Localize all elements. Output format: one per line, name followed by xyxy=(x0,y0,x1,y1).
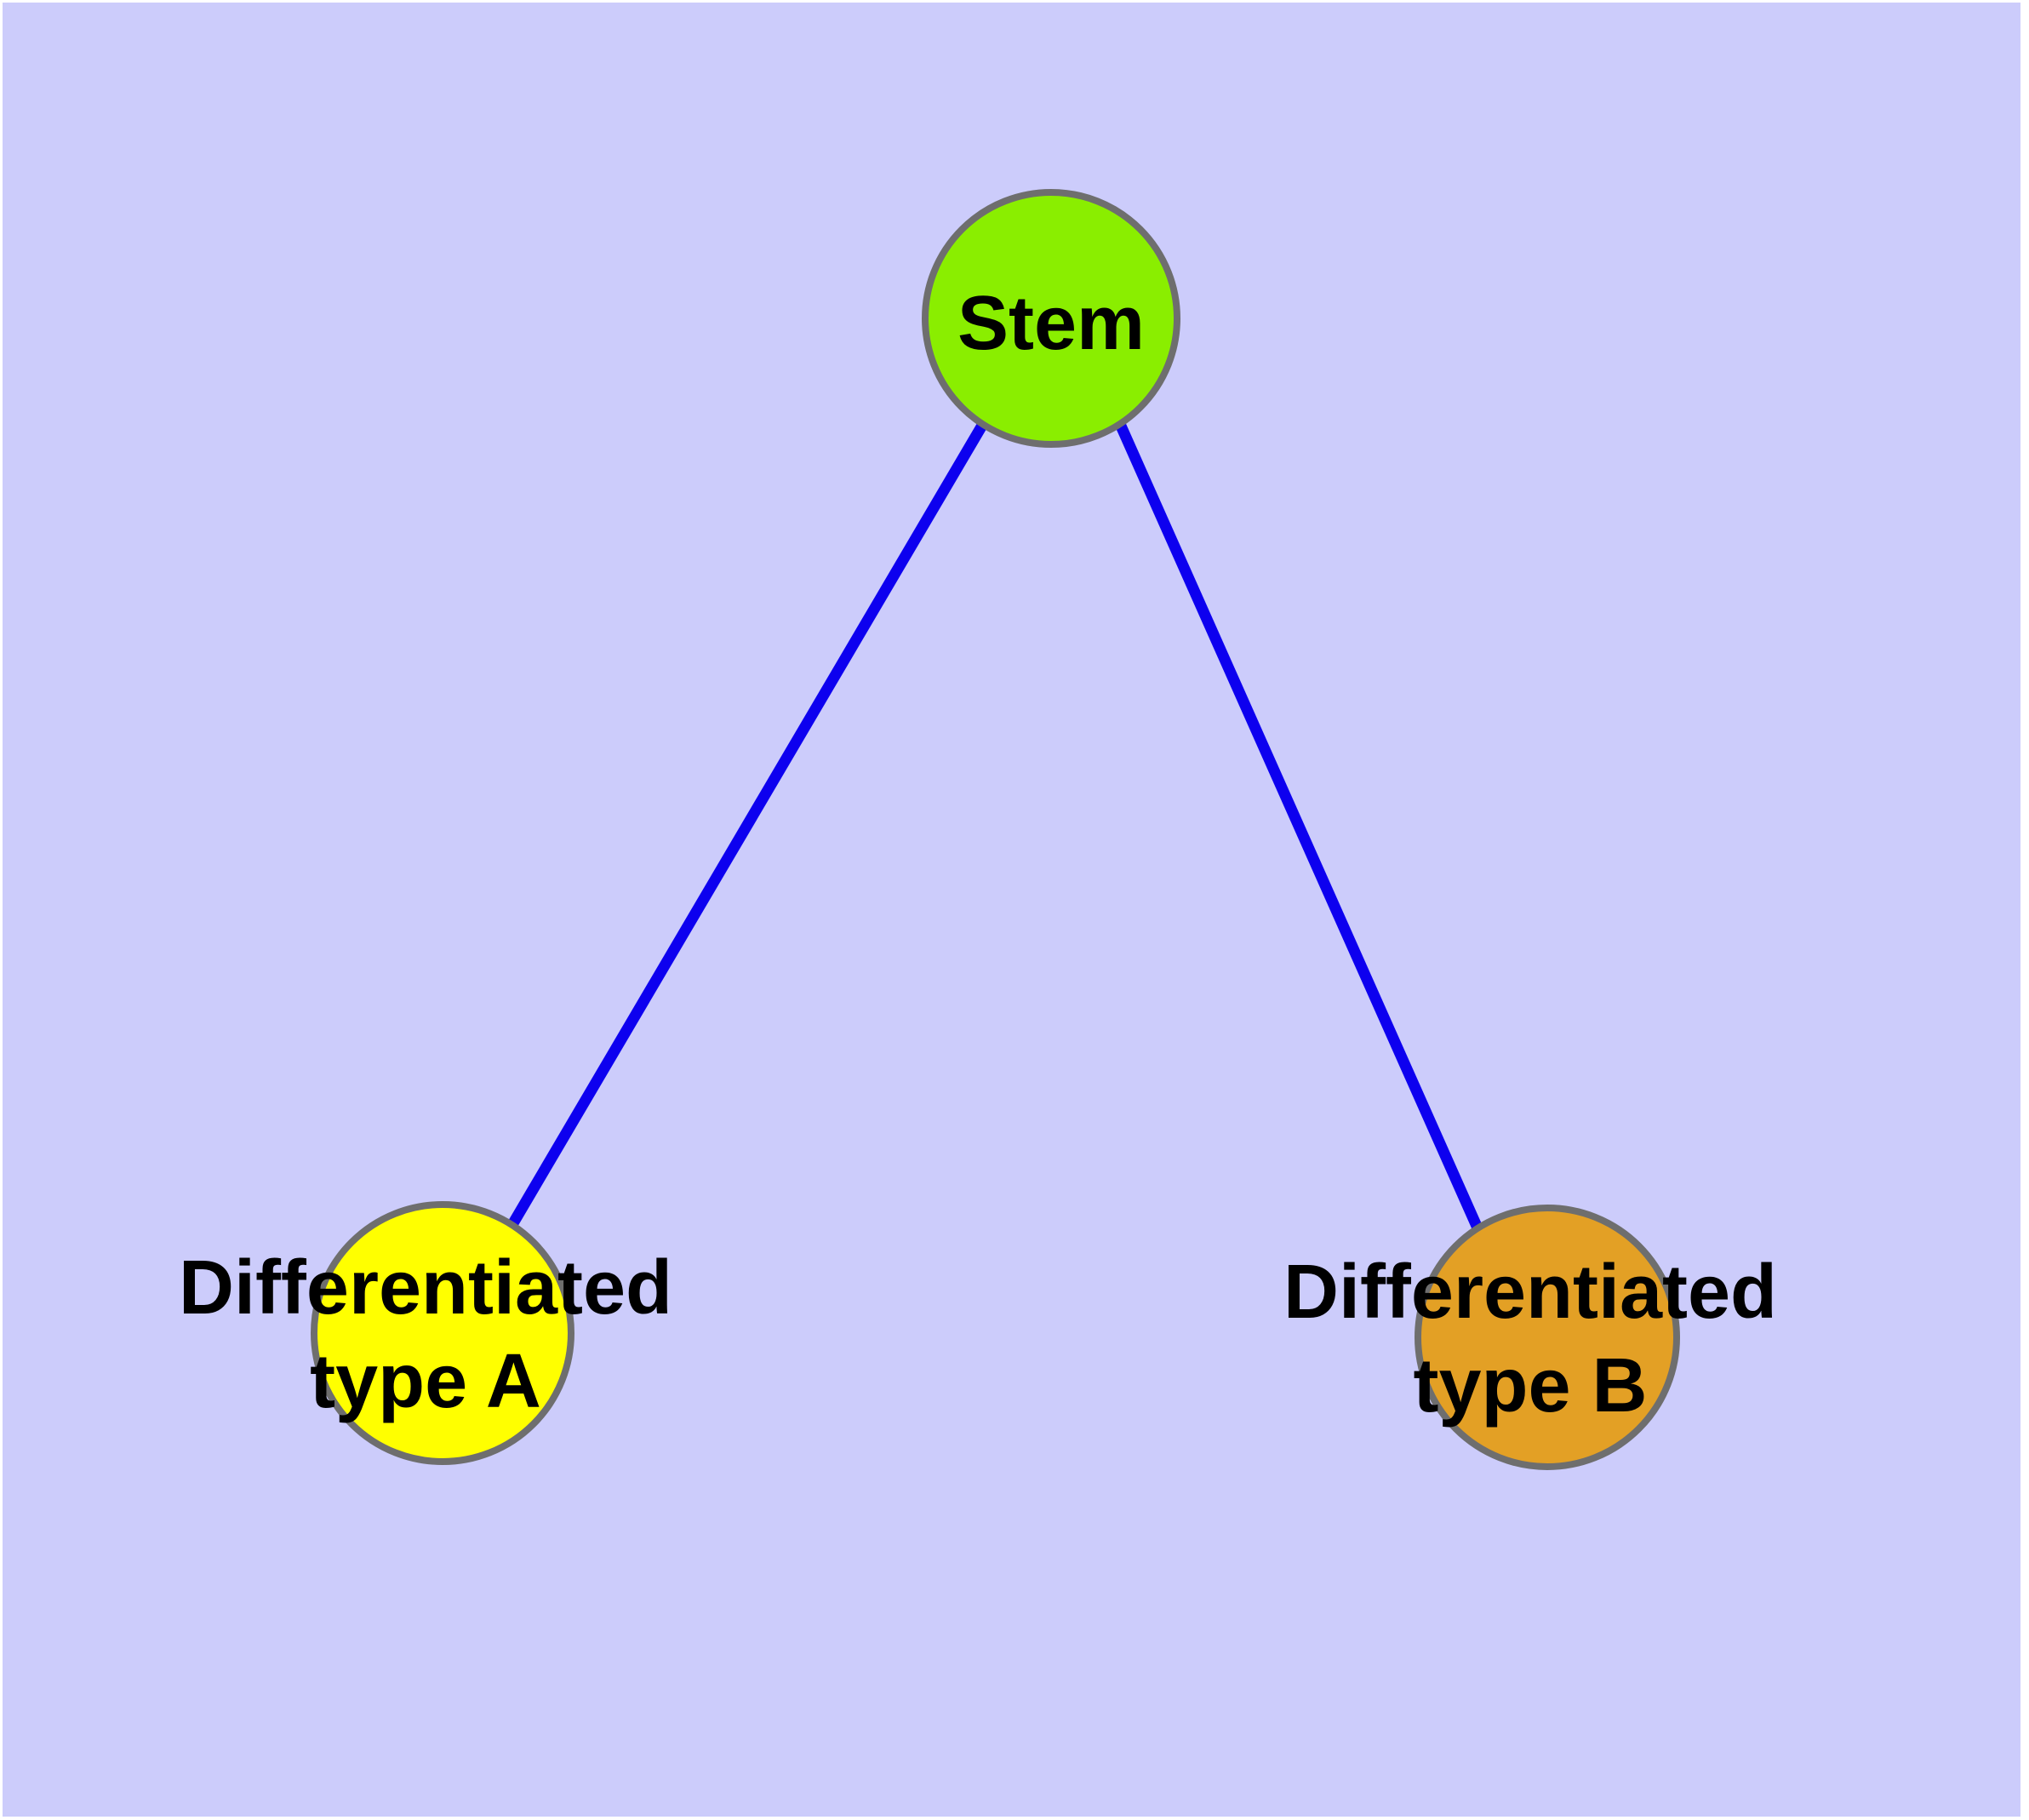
graph-edge-stem-to-b[interactable] xyxy=(1115,421,1484,1234)
nodes-layer xyxy=(311,189,1680,1470)
graph-node-diff_b[interactable] xyxy=(1415,1205,1680,1470)
node-label-line: type A xyxy=(310,1339,541,1424)
graph-edge-stem-to-a[interactable] xyxy=(506,421,988,1231)
graph-node-diff_a[interactable] xyxy=(311,1201,574,1465)
node-label-line: Stem xyxy=(957,281,1145,366)
node-label-stem: Stem xyxy=(957,281,1145,366)
node-label-line: Differentiated xyxy=(1283,1250,1777,1335)
node-label-line: Differentiated xyxy=(179,1245,672,1331)
edges-layer xyxy=(506,421,1484,1234)
graph-node-stem[interactable] xyxy=(922,189,1180,448)
node-label-line: type B xyxy=(1413,1343,1647,1428)
